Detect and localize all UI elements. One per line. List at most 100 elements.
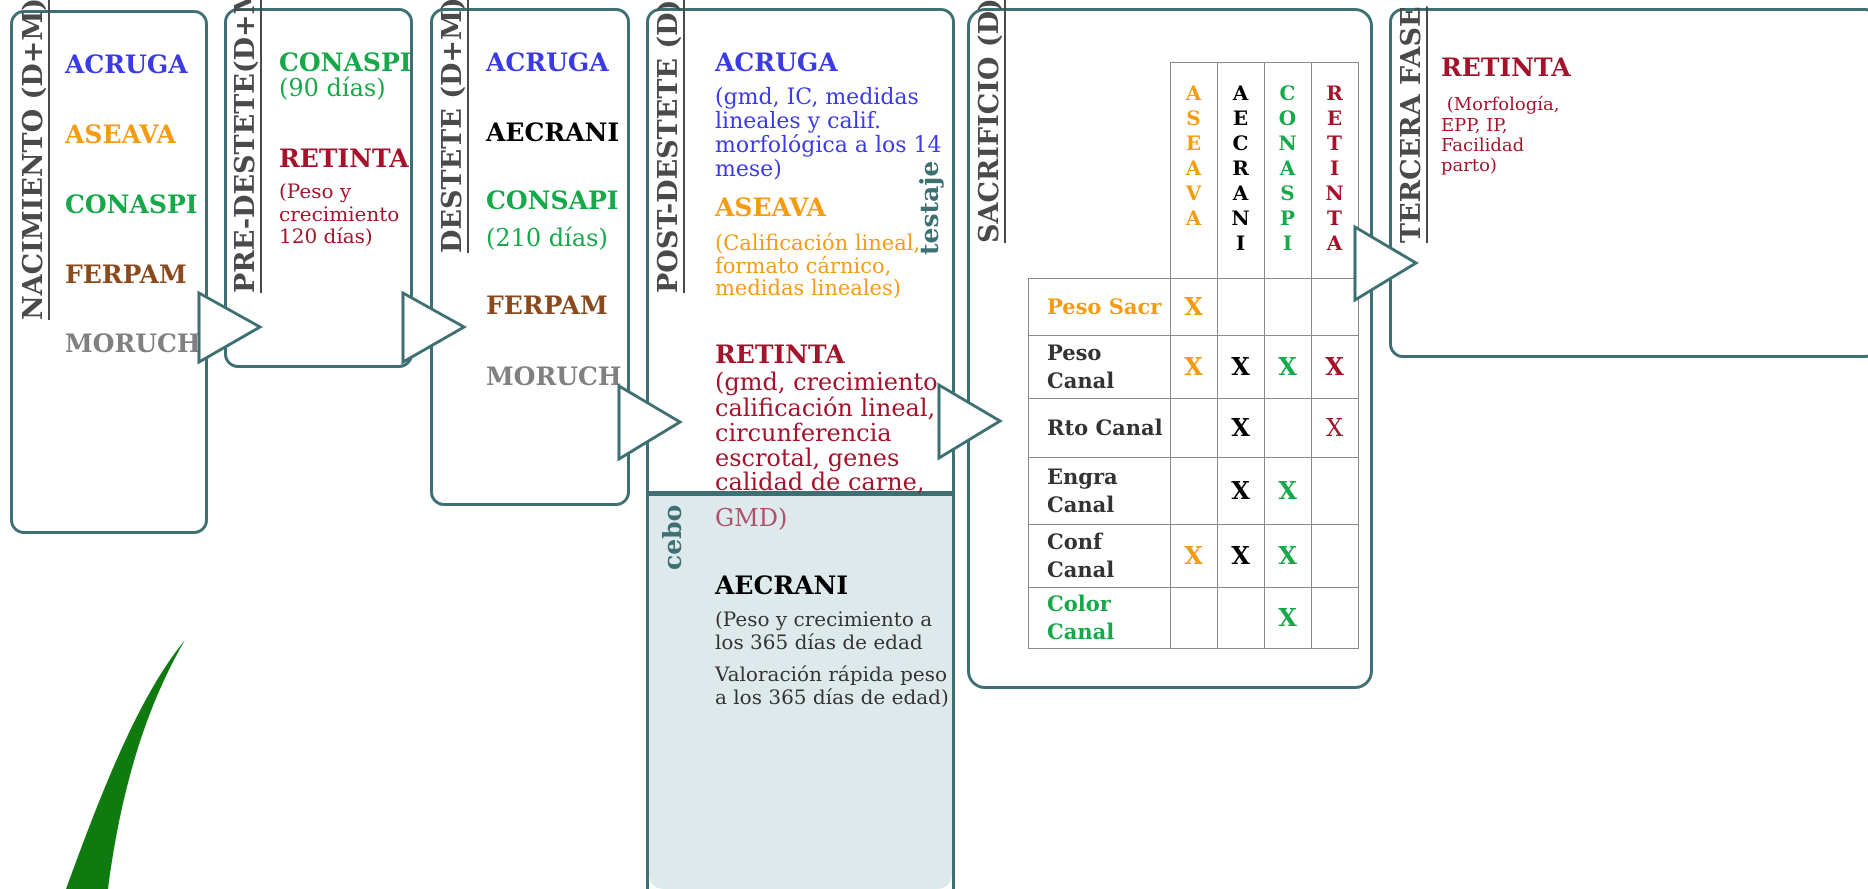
post-acruga-note-3: morfológica a los 14 xyxy=(715,133,942,158)
post-retinta-note-3: circunferencia xyxy=(715,419,892,447)
col-header-letter: C xyxy=(1232,131,1249,155)
table-cell-mark xyxy=(1216,586,1265,649)
arrow-destete-to-postdestete xyxy=(617,383,683,462)
table-cell-mark: X xyxy=(1169,334,1218,399)
post-acruga-note-1: (gmd, IC, medidas xyxy=(715,85,919,110)
sacrificio-title: SACRIFICIO (D) xyxy=(974,0,1005,243)
post-retinta-note-2: calificación lineal, xyxy=(715,394,936,422)
nacimiento-ferpam: FERPAM xyxy=(65,260,187,289)
col-header-letter: A xyxy=(1185,156,1202,180)
postdestete-title: POST-DESTETE (D) xyxy=(653,0,684,293)
post-aseava-note-3: medidas lineales) xyxy=(715,276,901,300)
post-retinta-note-5: calidad de carne, xyxy=(715,468,925,496)
post-aseava-note-2: formato cárnico, xyxy=(715,254,892,278)
cebo-label: cebo xyxy=(658,504,687,570)
checkmark-swoosh-icon xyxy=(66,640,185,889)
post-divider xyxy=(646,491,955,496)
post-aecrani-note-1: (Peso y crecimiento a xyxy=(715,607,933,631)
table-cell-mark xyxy=(1310,456,1359,525)
col-header-letter: S xyxy=(1186,106,1201,130)
tercera-note-4: parto) xyxy=(1441,155,1497,176)
stage-predestete xyxy=(224,8,413,368)
col-header-letter: N xyxy=(1231,206,1250,230)
row-label: Peso Sacr xyxy=(1028,277,1171,336)
table-cell-mark xyxy=(1216,277,1265,336)
destete-moruch: MORUCH xyxy=(486,362,622,391)
table-cell-mark xyxy=(1310,277,1359,336)
table-cell-mark xyxy=(1169,456,1218,525)
post-acruga-note-2: lineales y calif. xyxy=(715,109,881,134)
tercera-note-1: (Morfología, xyxy=(1441,94,1560,115)
table-cell-mark: X xyxy=(1263,586,1312,649)
col-header-letter: S xyxy=(1280,181,1295,205)
stage-nacimiento xyxy=(10,10,208,534)
table-cell-mark: X xyxy=(1263,334,1312,399)
row-label-line: Rto Canal xyxy=(1047,414,1163,440)
table-cell-mark xyxy=(1169,397,1218,458)
table-cell-mark: X xyxy=(1310,334,1359,399)
col-header-letter: I xyxy=(1282,231,1293,255)
col-header-letter: T xyxy=(1327,131,1342,155)
cebo-region xyxy=(649,495,952,889)
row-label: Rto Canal xyxy=(1028,397,1171,458)
post-retinta: RETINTA xyxy=(715,340,845,369)
destete-ferpam: FERPAM xyxy=(486,291,608,320)
col-header-letter: N xyxy=(1325,181,1344,205)
col-header-letter: A xyxy=(1326,231,1343,255)
col-header-letter: R xyxy=(1326,81,1343,105)
table-corner xyxy=(1029,63,1171,279)
post-retinta-note-end: GMD) xyxy=(715,504,788,532)
col-header-letter: R xyxy=(1232,156,1249,180)
table-cell-mark: X xyxy=(1216,456,1265,525)
row-label-line: Color xyxy=(1047,591,1111,617)
destete-acruga: ACRUGA xyxy=(486,48,609,77)
destete-consapi-note: (210 días) xyxy=(486,224,608,252)
table-cell-mark: X xyxy=(1216,523,1265,588)
stage-tercera xyxy=(1389,8,1868,358)
arrow-postdestete-to-sacrificio xyxy=(937,382,1003,461)
col-header-letter: A xyxy=(1279,156,1296,180)
col-header-letter: O xyxy=(1278,106,1297,130)
col-header-letter: E xyxy=(1326,106,1343,130)
post-aseava-note-1: (Calificación lineal, xyxy=(715,231,921,255)
predestete-retinta-note-2: crecimiento xyxy=(279,202,400,226)
row-label-line: Canal xyxy=(1047,491,1115,517)
col-header-letter: C xyxy=(1279,81,1296,105)
col-header-letter: N xyxy=(1278,131,1297,155)
table-cell-mark: X xyxy=(1263,523,1312,588)
post-aseava: ASEAVA xyxy=(715,193,826,222)
table-cell-mark: X xyxy=(1216,334,1265,399)
tercera-note-2: EPP, IP, xyxy=(1441,115,1508,136)
arrow-sacrificio-to-tercera xyxy=(1353,224,1419,303)
post-retinta-note-1: (gmd, crecimiento, xyxy=(715,368,946,396)
table-cell-mark: X xyxy=(1216,397,1265,458)
nacimiento-moruch: MORUCH xyxy=(65,329,201,358)
tercera-title: TERCERA FASE xyxy=(1396,6,1427,243)
post-retinta-note-4: escrotal, genes xyxy=(715,444,900,472)
destete-aecrani: AECRANI xyxy=(486,118,620,147)
arrow-nacimiento-to-predestete xyxy=(197,290,264,365)
arrow-predestete-to-destete xyxy=(401,290,468,365)
predestete-retinta-note-3: 120 días) xyxy=(279,224,373,248)
predestete-retinta-note-1: (Peso y xyxy=(279,179,352,203)
col-header-letter: V xyxy=(1185,181,1202,205)
destete-consapi: CONSAPI xyxy=(486,186,619,215)
col-header-letter: E xyxy=(1185,131,1202,155)
post-aecrani: AECRANI xyxy=(715,571,849,600)
predestete-conaspi-note: (90 días) xyxy=(279,74,386,102)
nacimiento-aseava: ASEAVA xyxy=(65,120,176,149)
